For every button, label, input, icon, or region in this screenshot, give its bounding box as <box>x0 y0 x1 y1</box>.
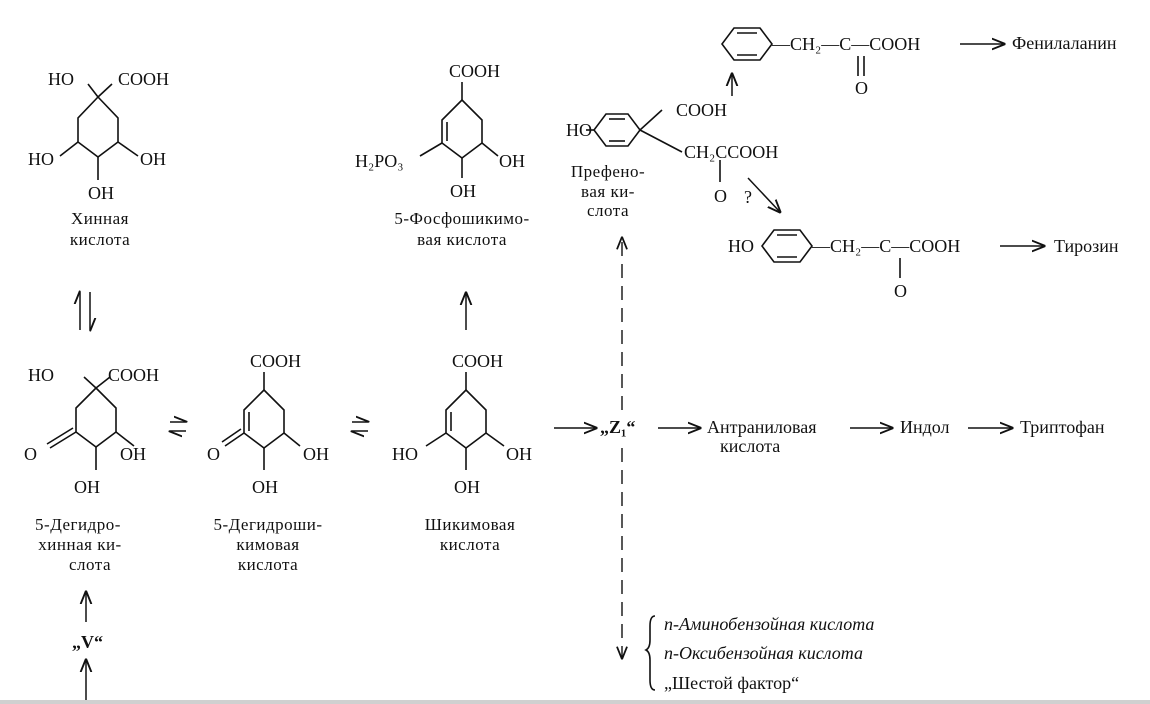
anthranilic-label-1: Антраниловая <box>707 417 817 437</box>
tyrosine-question-mark: ? <box>744 187 752 207</box>
prephenic-acid: HO COOH CH₂CCOOH O Префено- вая ки- слот… <box>566 100 778 220</box>
indole-label: Индол <box>900 417 950 437</box>
dehydroquinic-oh-right: OH <box>120 444 146 464</box>
phenylalanine-label: Фенилаланин <box>1012 33 1117 53</box>
prephenic-ho: HO <box>566 120 592 140</box>
prephenic-o: O <box>714 186 727 206</box>
phosphoshikimic-oh-bottom: OH <box>450 181 476 201</box>
side-products-brace <box>644 615 656 691</box>
phenylalanine-chain: —CH₂—C—COOH <box>771 34 920 54</box>
tyrosine-o: O <box>894 281 907 301</box>
quinic-ring <box>59 83 139 180</box>
v-precursor: „V“ <box>72 592 103 700</box>
dehydroquinic-acid: HO COOH O OH OH 5-Дегидро- хинная ки- сл… <box>24 365 159 574</box>
shikimic-caption-2: кислота <box>440 535 500 554</box>
equilibrium-arrow-dehydroshikimic <box>352 422 368 431</box>
anthranilic-label-2: кислота <box>720 436 780 456</box>
side-product-3: „Шестой фактор“ <box>664 673 799 693</box>
phosphoshikimic-caption-1: 5-Фосфошикимо- <box>394 209 529 228</box>
prephenic-ch2cooh: CH₂CCOOH <box>684 142 778 162</box>
prephenic-caption-1: Префено- <box>571 162 645 181</box>
shikimic-oh-bottom: OH <box>454 477 480 497</box>
v-label: „V“ <box>72 632 103 652</box>
shikimic-oh-right: OH <box>506 444 532 464</box>
dehydroquinic-oh-bottom: OH <box>74 477 100 497</box>
shikimic-caption-1: Шикимовая <box>425 515 516 534</box>
tyrosine-chain: —CH₂—C—COOH <box>811 236 960 256</box>
quinic-oh-bottom: OH <box>88 183 114 203</box>
side-product-2: п-Оксибензойная кислота <box>664 643 863 663</box>
quinic-cooh: COOH <box>118 69 169 89</box>
z1-label: „Z₁“ <box>600 417 635 437</box>
dehydroshikimic-acid: COOH O OH OH 5-Дегидроши- кимовая кислот… <box>207 351 329 574</box>
dehydroshikimic-cooh: COOH <box>250 351 301 371</box>
bottom-border <box>0 700 1150 704</box>
prephenic-caption-3: слота <box>587 201 629 220</box>
dehydroquinic-ho-top: HO <box>28 365 54 385</box>
dehydroquinic-caption-1: 5-Дегидро- <box>35 515 121 534</box>
shikimic-acid: COOH HO OH OH Шикимовая кислота <box>392 351 532 554</box>
quinic-ho-top: HO <box>48 69 74 89</box>
phosphoshikimic-h2po3: H₂PO₃ <box>355 151 404 171</box>
quinic-caption-2: кислота <box>70 230 130 249</box>
phenylalanine-o: O <box>855 78 868 98</box>
dehydroshikimic-caption-1: 5-Дегидроши- <box>213 515 322 534</box>
prephenic-caption-2: вая ки- <box>581 182 635 201</box>
prephenic-cooh: COOH <box>676 100 727 120</box>
tyrosine-precursor: HO —CH₂—C—COOH O Тирозин <box>728 229 1119 301</box>
quinic-caption-1: Хинная <box>71 209 129 228</box>
tryptophan-label: Триптофан <box>1020 417 1105 437</box>
tyrosine-ho: HO <box>728 236 754 256</box>
dehydroshikimic-o-left: O <box>207 444 220 464</box>
quinic-ho-left: HO <box>28 149 54 169</box>
dehydroquinic-caption-2: хинная ки- <box>38 535 121 554</box>
shikimic-ho-left: HO <box>392 444 418 464</box>
dehydroquinic-o-left: O <box>24 444 37 464</box>
phosphoshikimic-acid: COOH H₂PO₃ OH OH 5-Фосфошикимо- вая кисл… <box>355 61 529 249</box>
arrow-prephenic-to-tyrosine <box>747 177 780 212</box>
dehydroshikimic-oh-bottom: OH <box>252 477 278 497</box>
shikimic-cooh: COOH <box>452 351 503 371</box>
equilibrium-arrow-dehydroquinic <box>170 422 186 431</box>
side-product-1: п-Аминобензойная кислота <box>664 614 874 634</box>
phenylalanine-precursor: —CH₂—C—COOH O Фенилаланин <box>721 27 1117 98</box>
equilibrium-arrow-quinic <box>80 292 90 330</box>
quinic-oh-right: OH <box>140 149 166 169</box>
side-products: п-Аминобензойная кислота п-Оксибензойная… <box>644 614 874 693</box>
phosphoshikimic-caption-2: вая кислота <box>417 230 507 249</box>
phosphoshikimic-oh-right: OH <box>499 151 525 171</box>
dehydroshikimic-oh-right: OH <box>303 444 329 464</box>
quinic-acid: HO COOH HO OH OH Хинная кислота <box>28 69 169 249</box>
z1-pathway: „Z₁“ Антраниловая кислота Индол Триптофа… <box>554 417 1105 456</box>
dehydroshikimic-caption-2: кимовая <box>236 535 299 554</box>
dehydroquinic-cooh: COOH <box>108 365 159 385</box>
dehydroshikimic-caption-3: кислота <box>238 555 298 574</box>
dehydroquinic-caption-3: слота <box>69 555 111 574</box>
phosphoshikimic-cooh: COOH <box>449 61 500 81</box>
tyrosine-label: Тирозин <box>1054 236 1119 256</box>
